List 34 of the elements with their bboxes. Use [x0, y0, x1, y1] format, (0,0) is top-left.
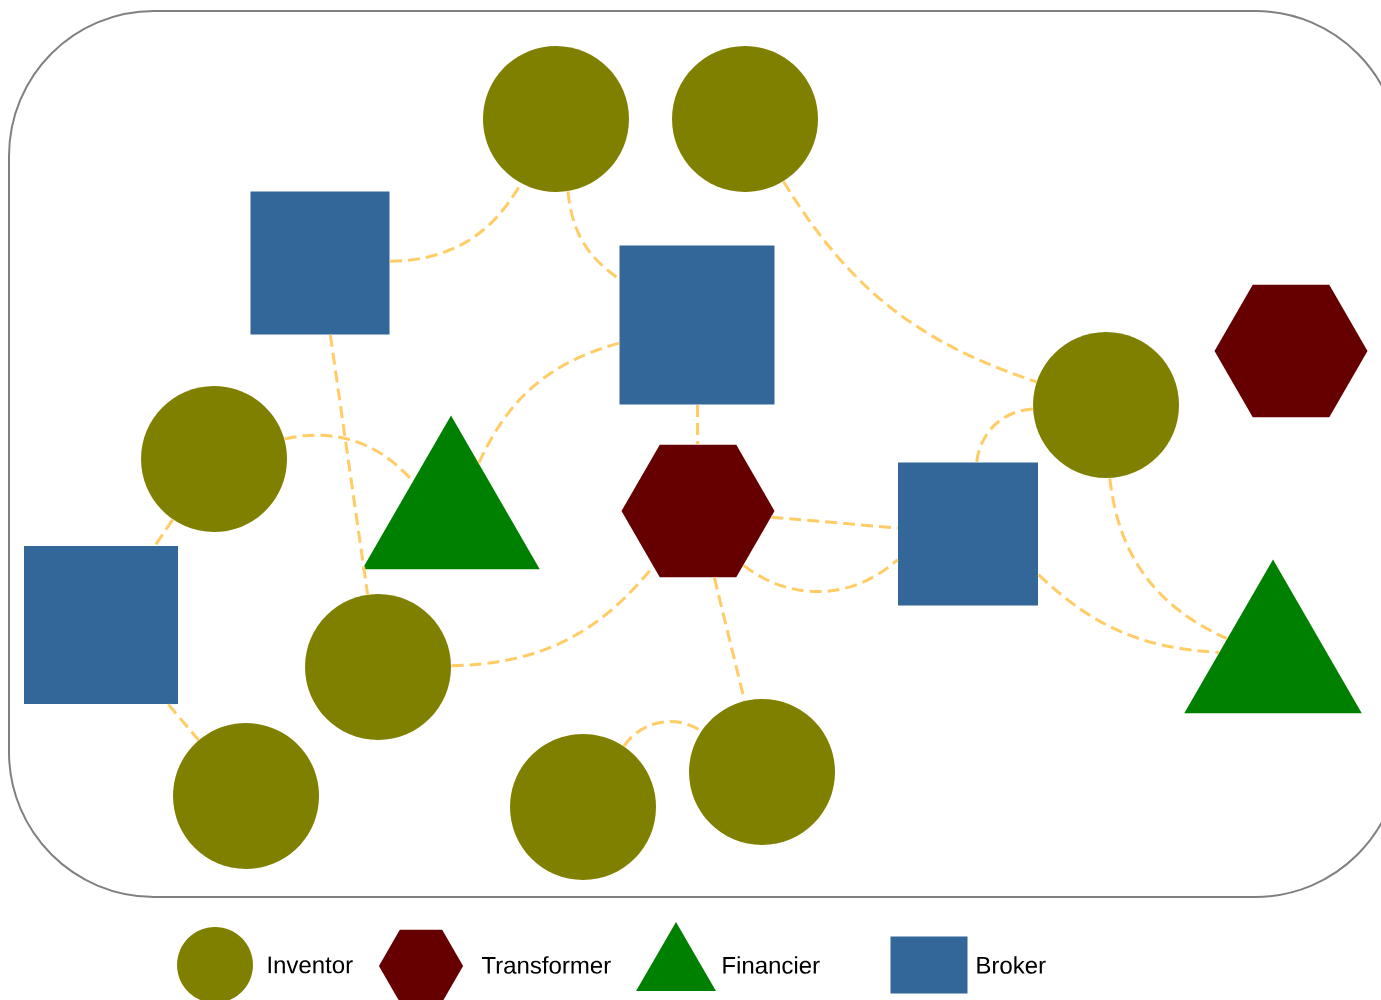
square	[250, 191, 390, 335]
dashed-connector	[477, 341, 620, 464]
hexagon	[1214, 284, 1368, 418]
circle	[483, 46, 629, 192]
legend-label: Inventor	[268, 956, 353, 974]
dashed-connector	[1108, 478, 1228, 640]
square	[24, 546, 178, 704]
circle	[689, 699, 835, 845]
triangle	[362, 415, 540, 570]
dashed-connector	[153, 518, 174, 547]
legend-label: Transformer	[481, 956, 611, 974]
square	[898, 462, 1038, 606]
dashed-connector	[742, 558, 899, 593]
dashed-connector	[1037, 573, 1219, 654]
square	[619, 245, 775, 405]
hexagon	[621, 444, 775, 578]
circle	[173, 723, 319, 869]
legend-label: Financier	[723, 956, 820, 974]
circle	[1033, 332, 1179, 478]
dashed-connector	[566, 191, 620, 281]
dashed-connector	[771, 515, 898, 530]
dashed-connector	[328, 334, 370, 595]
dashed-connector	[975, 407, 1033, 463]
dashed-connector	[622, 720, 702, 747]
circle	[305, 594, 451, 740]
circle	[510, 734, 656, 880]
circle	[141, 386, 287, 532]
triangle	[1184, 559, 1362, 714]
dashed-connector	[167, 703, 200, 741]
dashed-connector	[782, 180, 1037, 384]
dashed-connector	[695, 404, 700, 445]
dashed-connector	[712, 577, 746, 702]
legend-label: Broker	[977, 956, 1046, 974]
circle	[672, 46, 818, 192]
